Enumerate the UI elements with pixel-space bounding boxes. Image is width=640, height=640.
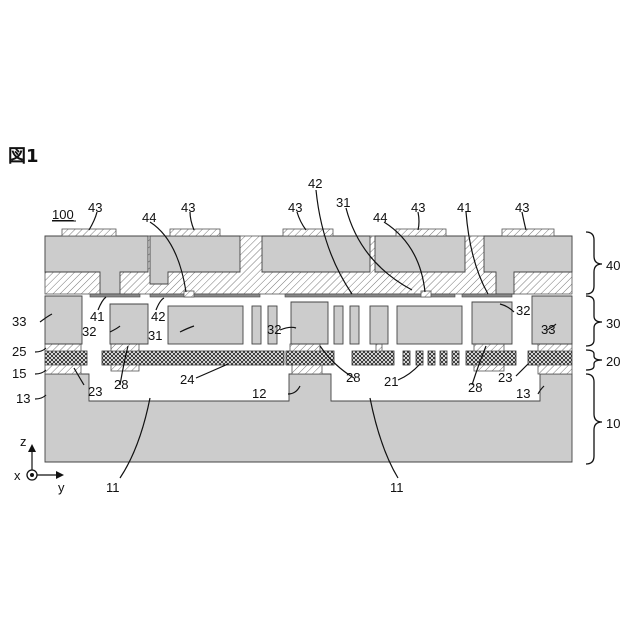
- label-42-left: 42: [151, 309, 165, 324]
- label-15: 15: [12, 366, 26, 381]
- layer-40: [45, 229, 572, 297]
- brace-20: [586, 350, 602, 370]
- label-20: 20: [606, 354, 620, 369]
- label-24: 24: [180, 372, 194, 387]
- label-42-top: 42: [308, 176, 322, 191]
- label-28-c: 28: [468, 380, 482, 395]
- label-41-left: 41: [90, 309, 104, 324]
- label-12: 12: [252, 386, 266, 401]
- label-23-right: 23: [498, 370, 512, 385]
- label-43-d: 43: [411, 200, 425, 215]
- label-100: 100: [52, 207, 74, 222]
- label-28-a: 28: [114, 377, 128, 392]
- label-41-right: 41: [457, 200, 471, 215]
- label-43-e: 43: [515, 200, 529, 215]
- label-10: 10: [606, 416, 620, 431]
- figure-title: 図1: [8, 146, 39, 167]
- label-11-right: 11: [390, 480, 404, 495]
- brace-40: [586, 232, 602, 294]
- label-44-b: 44: [373, 210, 387, 225]
- layer-20: [45, 344, 572, 374]
- label-43-a: 43: [88, 200, 102, 215]
- label-33-left: 33: [12, 314, 26, 329]
- label-23-left: 23: [88, 384, 102, 399]
- label-28-b: 28: [346, 370, 360, 385]
- label-43-c: 43: [288, 200, 302, 215]
- axis-z-label: z: [20, 434, 27, 449]
- label-11-left: 11: [106, 480, 120, 495]
- label-32-b: 32: [267, 322, 281, 337]
- label-33-right: 33: [541, 322, 555, 337]
- label-30: 30: [606, 316, 620, 331]
- label-44-a: 44: [142, 210, 156, 225]
- label-32-a: 32: [82, 324, 96, 339]
- label-40: 40: [606, 258, 620, 273]
- label-43-b: 43: [181, 200, 195, 215]
- brace-10: [586, 374, 602, 464]
- layer-30: [45, 296, 572, 344]
- label-21: 21: [384, 374, 398, 389]
- label-31-left: 31: [148, 328, 162, 343]
- label-31-top: 31: [336, 195, 350, 210]
- label-25: 25: [12, 344, 26, 359]
- label-13-right: 13: [516, 386, 530, 401]
- label-32-c: 32: [516, 303, 530, 318]
- brace-30: [586, 296, 602, 346]
- axis-x-label: x: [14, 468, 21, 483]
- axis-y-label: y: [58, 480, 65, 495]
- label-13-left: 13: [16, 391, 30, 406]
